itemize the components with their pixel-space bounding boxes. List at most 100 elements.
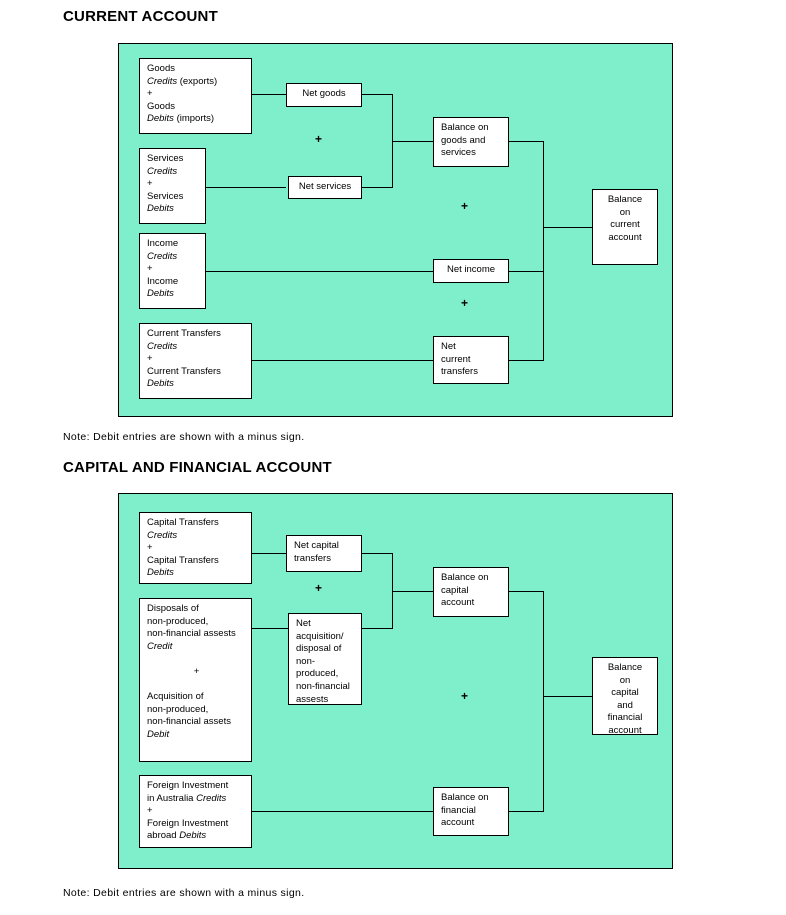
node-text-line: transfers — [441, 366, 478, 378]
node-text-line: Net services — [298, 181, 352, 192]
node-text-line: abroad Debits — [147, 830, 207, 842]
trunk-capital-financial — [543, 591, 544, 811]
node-text-line: Debits — [147, 378, 174, 390]
node-text-line: Capital Transfers — [147, 517, 219, 528]
node-text-line: Foreign Investment — [147, 817, 229, 829]
connector-nettransfers-to-trunk2 — [508, 360, 544, 361]
node-text-line: + — [193, 665, 200, 677]
node-text-line: account — [441, 597, 475, 609]
node-text-line — [147, 679, 246, 692]
node-net-goods: Net goods — [286, 83, 362, 107]
node-text-line: non-produced, — [147, 615, 209, 627]
node-net-services: Net services — [288, 176, 362, 199]
trunk-goods-services — [392, 94, 393, 187]
trunk-current-account — [543, 141, 544, 361]
page-title-current-account: CURRENT ACCOUNT — [63, 8, 218, 25]
node-text-line: current — [610, 219, 640, 231]
node-text-line: non-financial assets — [147, 716, 231, 728]
connector-netincome-to-trunk2 — [508, 271, 544, 272]
note-capital-financial-account: Note: Debit entries are shown with a min… — [63, 887, 305, 899]
connector-netcap-to-trunk3 — [361, 553, 393, 554]
node-text-line: Current Transfers — [147, 365, 221, 377]
node-text-line: + — [147, 88, 153, 100]
node-text-line: Net income — [446, 264, 496, 275]
node-text-line: Debit — [147, 728, 170, 740]
connector-transfers-to-nettransfers — [251, 360, 433, 361]
node-text-line: Goods — [147, 63, 175, 74]
node-text-line: on — [619, 674, 631, 686]
node-text-line: Net — [296, 618, 311, 629]
node-text-line: + — [147, 353, 153, 365]
node-text-line: services — [441, 147, 476, 159]
node-text-line: financial — [607, 712, 643, 724]
connector-balance-fin-to-trunk4 — [508, 811, 544, 812]
node-text-line: Balance on — [441, 122, 489, 133]
connector-disposals-to-netacq — [251, 628, 288, 629]
connector-trunk2-to-balance-ca — [543, 227, 593, 228]
node-text-line: Net capital — [294, 540, 339, 551]
node-text-line: Balance on — [441, 792, 489, 803]
plus-goods-services: + — [315, 132, 323, 146]
node-net-income: Net income — [433, 259, 509, 283]
trunk-capital — [392, 553, 393, 628]
connector-balance-cap-to-trunk4 — [508, 591, 544, 592]
node-text-line: capital — [611, 687, 639, 699]
plus-capital-transfers-acquisition: + — [315, 581, 323, 595]
connector-foreigninv-to-balance-fin — [251, 811, 433, 812]
connector-netacq-to-trunk3 — [361, 628, 393, 629]
node-text-line: Income — [147, 275, 179, 287]
node-text-line: non-financial — [296, 680, 350, 692]
plus-capital-financial-balance: + — [461, 689, 469, 703]
node-text-line: current — [441, 353, 471, 365]
plus-income-transfers: + — [461, 296, 469, 310]
connector-captransfers-to-netcap — [251, 553, 286, 554]
connector-services-to-netservices — [205, 187, 286, 188]
node-text-line: acquisition/ — [296, 630, 344, 642]
node-text-line: Disposals of — [147, 603, 199, 614]
node-text-line: Net — [441, 341, 456, 352]
node-text-line: non-produced, — [296, 655, 339, 680]
node-text-line: transfers — [294, 552, 331, 564]
connector-balance-gs-to-trunk2 — [508, 141, 544, 142]
node-text-line: account — [608, 231, 642, 243]
node-text-line: Services — [147, 153, 184, 164]
node-text-line: financial — [441, 804, 476, 816]
node-text-line — [147, 653, 246, 666]
node-text-line: Foreign Investment — [147, 780, 229, 791]
node-text-line: Debits — [147, 567, 174, 579]
node-text-line: Credits — [147, 340, 178, 352]
node-text-line: Credits — [147, 165, 178, 177]
connector-trunk1-to-balance-gs — [392, 141, 433, 142]
node-text-line: Acquisition of — [147, 691, 204, 703]
node-text-line: Goods — [147, 100, 175, 112]
node-text-line: assests — [296, 693, 329, 705]
node-text-line: on — [619, 206, 631, 218]
connector-trunk4-to-balance-cfa — [543, 696, 593, 697]
node-text-line: + — [147, 805, 153, 817]
node-text-line: + — [147, 178, 153, 190]
node-text-line: and — [617, 699, 633, 711]
node-text-line: Income — [147, 238, 179, 249]
node-text-line: Net goods — [302, 88, 346, 99]
node-text-line: Current Transfers — [147, 328, 221, 339]
connector-netservices-to-trunk1 — [361, 187, 393, 188]
node-text-line: Debits — [147, 288, 174, 300]
node-text-line: account — [608, 724, 642, 736]
node-text-line: non-produced, — [147, 703, 209, 715]
node-text-line: Capital Transfers — [147, 554, 219, 566]
connector-goods-to-netgoods — [251, 94, 286, 95]
connector-income-to-netincome — [205, 271, 433, 272]
connector-netgoods-to-trunk1 — [361, 94, 393, 95]
node-text-line: Debits (imports) — [147, 113, 215, 125]
node-text-line: non-financial assests — [147, 628, 236, 640]
